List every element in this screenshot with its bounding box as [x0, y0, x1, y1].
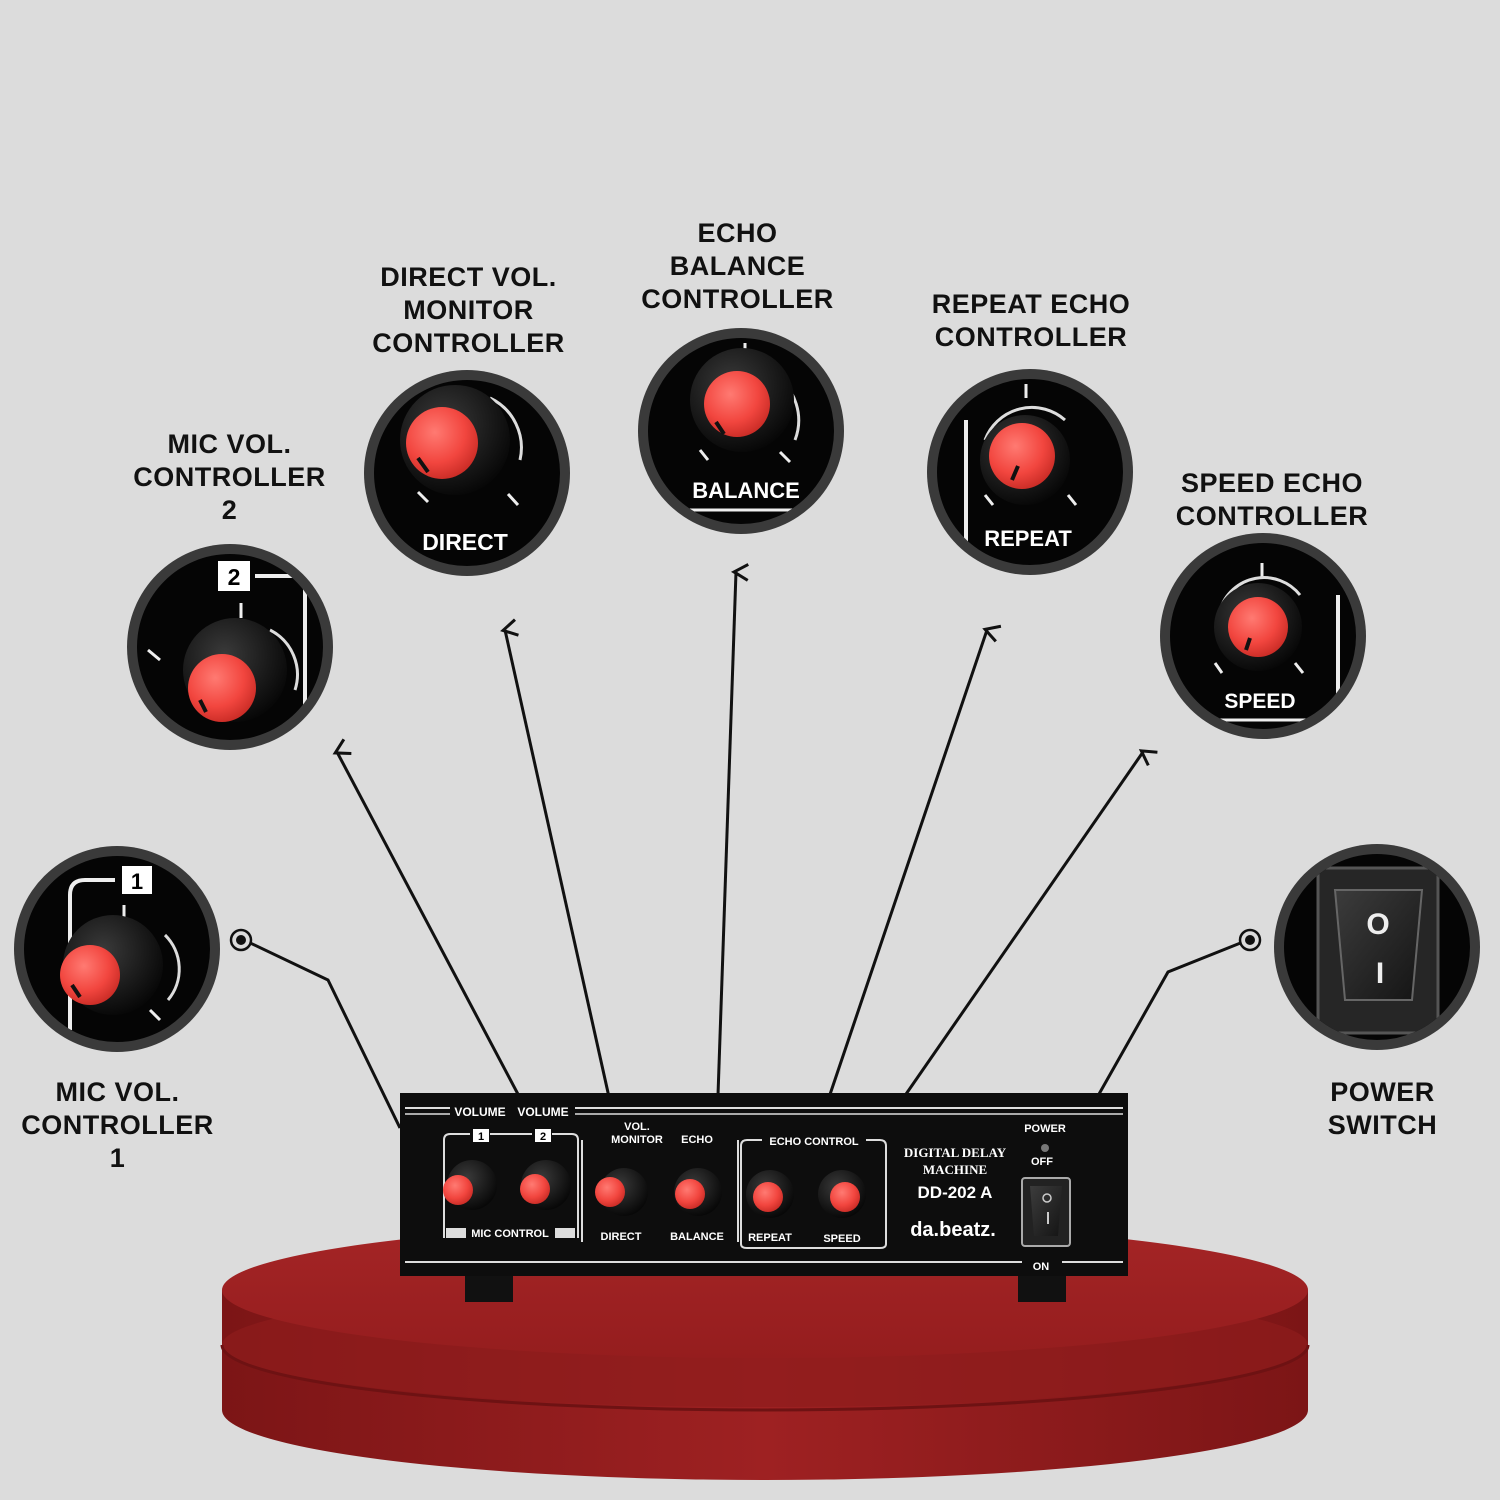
knob-repeat[interactable] — [746, 1170, 794, 1218]
zoom-balance-label: BALANCE — [692, 478, 800, 503]
panel-echo-control-section: ECHO CONTROL REPEAT SPEED — [740, 1136, 887, 1249]
label-repeat-echo: REPEAT ECHO CONTROLLER — [931, 289, 1131, 352]
label-direct-vol: DIRECT VOL. MONITOR CONTROLLER — [372, 262, 565, 358]
zoom-balance: BALANCE — [638, 328, 844, 534]
zoom-mic1: 1 — [14, 846, 220, 1052]
zoom-mic1-number: 1 — [131, 869, 143, 894]
leader-power — [1088, 938, 1249, 1111]
panel-monitor-section: VOL. MONITOR ECHO DIRECT BALANCE — [581, 1121, 739, 1243]
panel-ch2-number: 2 — [540, 1131, 546, 1143]
knob-balance[interactable] — [674, 1168, 722, 1216]
arrow-direct — [500, 618, 617, 1125]
arrow-mic2 — [332, 738, 522, 1099]
delay-machine-device: VOLUME VOLUME 1 2 MIC CONTROL — [400, 1093, 1128, 1302]
panel-on-label: ON — [1033, 1261, 1050, 1273]
panel-mic-control-label: MIC CONTROL — [471, 1228, 549, 1240]
zoom-repeat-label: REPEAT — [984, 526, 1072, 551]
panel-power-label: POWER — [1024, 1123, 1066, 1135]
arrow-speed — [893, 749, 1158, 1111]
zoom-repeat: REPEAT — [927, 369, 1133, 575]
panel-echo-control-label: ECHO CONTROL — [769, 1136, 859, 1148]
leader-mic1 — [243, 938, 402, 1129]
label-mic-vol-1: MIC VOL. CONTROLLER 1 — [21, 1077, 214, 1173]
knob-mic1[interactable] — [443, 1160, 497, 1210]
brand-logo: da.beatz. — [910, 1219, 996, 1241]
panel-volume-label-2: VOLUME — [517, 1105, 568, 1119]
panel-model-number: DD-202 A — [918, 1183, 993, 1202]
label-mic-vol-2: MIC VOL. CONTROLLER 2 — [133, 429, 326, 525]
label-power-switch: POWER SWITCH — [1327, 1077, 1438, 1140]
zoom-speed-label: SPEED — [1224, 690, 1295, 713]
knob-direct[interactable] — [595, 1168, 648, 1216]
label-speed-echo: SPEED ECHO CONTROLLER — [1175, 468, 1369, 531]
panel-volume-label-1: VOLUME — [454, 1105, 505, 1119]
panel-monitor-label: MONITOR — [611, 1134, 663, 1146]
zoom-direct: DIRECT — [364, 370, 570, 576]
zoom-speed: SPEED — [1160, 533, 1366, 739]
arrow-balance — [715, 563, 749, 1125]
zoom-mic2: 2 — [127, 544, 333, 750]
zoom-switch-off-mark: O — [1366, 908, 1389, 941]
panel-ch1-number: 1 — [478, 1131, 484, 1143]
panel-product-type: MACHINE — [923, 1162, 987, 1177]
leader-dots — [229, 928, 1262, 952]
panel-product-name: DIGITAL DELAY — [904, 1145, 1007, 1160]
label-echo-balance: ECHO BALANCE CONTROLLER — [641, 218, 834, 314]
arrow-repeat — [818, 624, 1002, 1125]
zoom-power-switch: O I — [1274, 844, 1480, 1050]
zoom-mic2-number: 2 — [228, 564, 241, 590]
zoom-direct-label: DIRECT — [422, 529, 508, 555]
panel-speed-label: SPEED — [823, 1233, 860, 1245]
panel-repeat-label: REPEAT — [748, 1232, 792, 1244]
panel-mic-section: 1 2 MIC CONTROL — [443, 1129, 579, 1240]
panel-echo-label: ECHO — [681, 1134, 713, 1146]
panel-balance-label: BALANCE — [670, 1231, 724, 1243]
panel-off-label: OFF — [1031, 1156, 1053, 1168]
zoom-switch-on-mark: I — [1376, 957, 1384, 990]
panel-direct-label: DIRECT — [601, 1231, 642, 1243]
knob-speed[interactable] — [818, 1170, 866, 1218]
knob-mic2[interactable] — [520, 1160, 571, 1210]
connector-lines — [243, 563, 1249, 1129]
panel-vol-label: VOL. — [624, 1121, 650, 1133]
power-led-icon — [1041, 1144, 1049, 1152]
power-switch[interactable] — [1021, 1177, 1071, 1247]
